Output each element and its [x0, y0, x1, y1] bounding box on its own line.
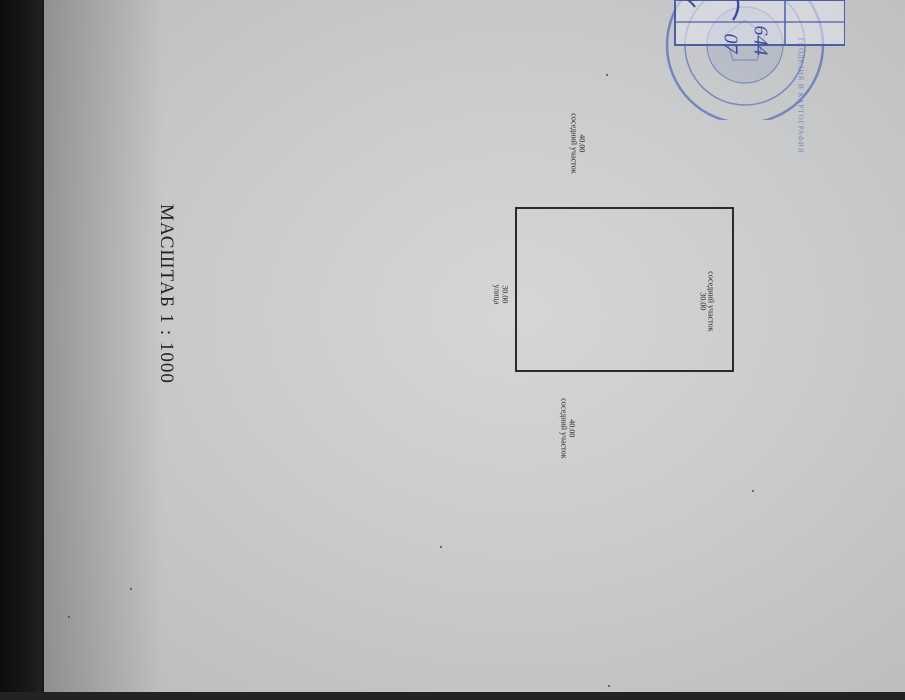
official-stamp [665, 0, 845, 120]
paper-speck [440, 546, 442, 548]
paper-speck [608, 685, 610, 687]
plot-top-neighbor-label: соседний участок 30.00 [698, 241, 715, 361]
paper-sheet [44, 0, 905, 694]
paper-speck [68, 616, 70, 618]
paper-speck [606, 74, 608, 76]
plot-top-value: 30.00 [698, 292, 707, 311]
dark-background-bottom [0, 692, 905, 700]
stamp-ring-text: ГЕОДЕЗИЯ И КАРТОГРАФИЯ [796, 37, 805, 154]
plot-left-neighbor-name: соседний участок [569, 113, 578, 174]
land-plot-outline [515, 207, 734, 372]
plot-bottom-value: 30.00 [500, 285, 510, 304]
stamp-handwritten-number: 644 [749, 25, 772, 56]
plot-bottom-street-label: 30.00 улица [492, 264, 509, 324]
scale-text: МАСШТАБ 1 : 1000 [155, 204, 177, 384]
stamp-handwritten-date: 07 [719, 33, 742, 54]
plot-left-neighbor-label: 40.00 соседний участок [569, 83, 586, 203]
plot-bottom-street-name: улица [492, 284, 501, 305]
dark-background-edge [0, 0, 46, 700]
paper-speck [130, 588, 132, 590]
paper-speck [752, 490, 754, 492]
plot-left-value: 40.00 [577, 134, 587, 153]
plot-right-neighbor-label: 40.00 соседний участок [559, 368, 576, 488]
plot-right-neighbor-name: соседний участок [559, 398, 568, 459]
plot-right-value: 40.00 [567, 419, 577, 438]
plot-top-neighbor-name: соседний участок [706, 271, 716, 332]
